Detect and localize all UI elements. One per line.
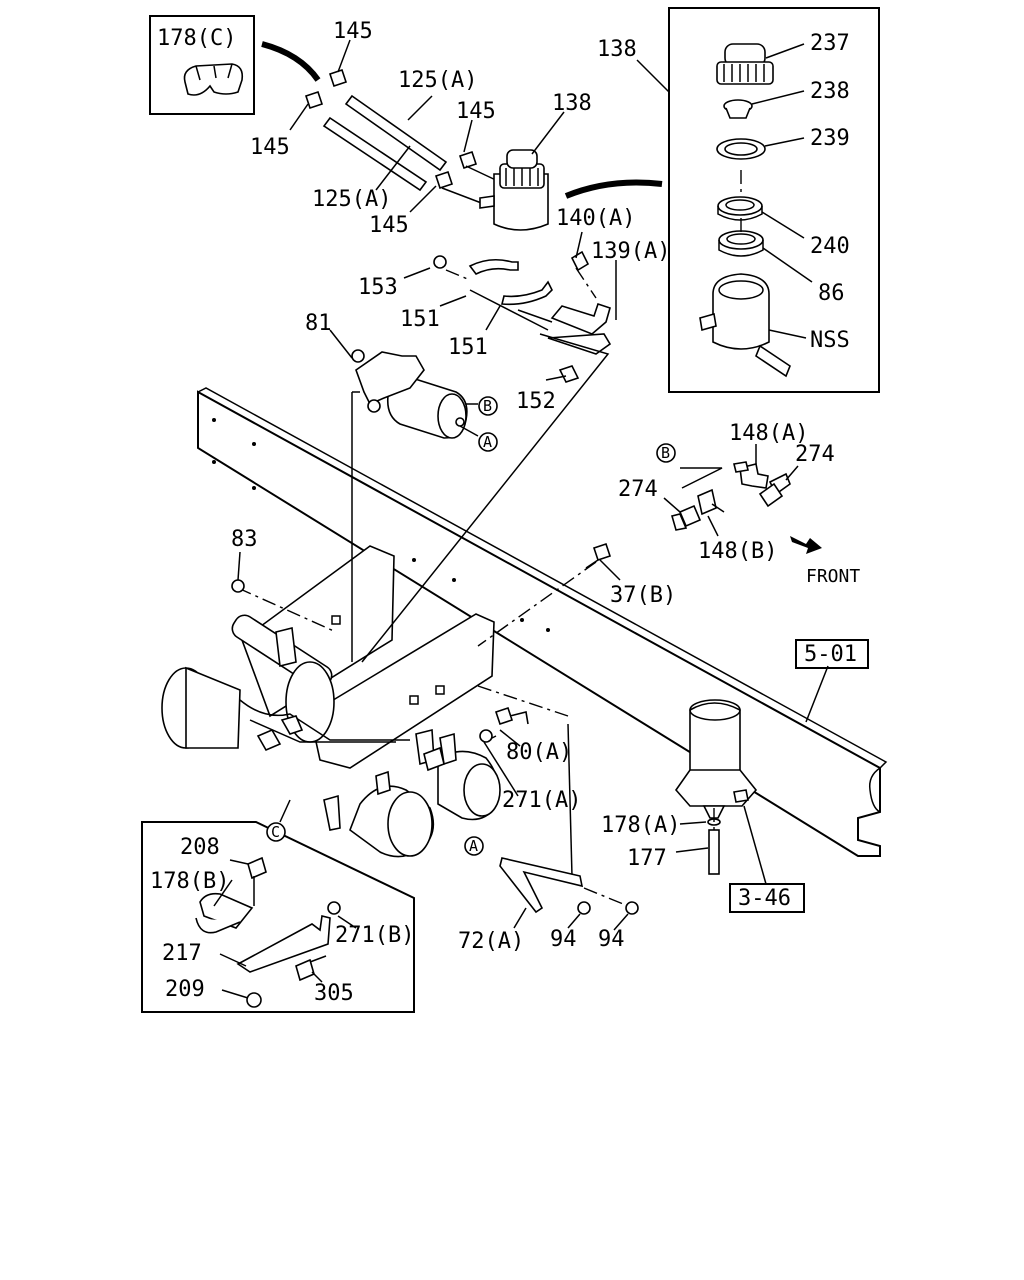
fittings-148-274 — [671, 461, 791, 531]
ring-239 — [716, 138, 766, 160]
label-139a: 139(A) — [591, 239, 670, 264]
ring-86 — [718, 230, 764, 257]
label-217: 217 — [162, 941, 202, 966]
label-274-left: 274 — [618, 477, 658, 502]
label-148b: 148(B) — [698, 539, 777, 564]
label-83: 83 — [231, 527, 258, 552]
label-151-a: 151 — [400, 307, 440, 332]
label-178c: 178(C) — [157, 26, 236, 51]
reservoir-body-nss — [699, 273, 791, 378]
clamp-bracket-group — [433, 250, 612, 383]
label-148a: 148(A) — [729, 421, 808, 446]
modulator-bracket-assembly — [161, 545, 501, 858]
label-nss: NSS — [810, 328, 850, 353]
label-178a: 178(A) — [601, 813, 680, 838]
label-238: 238 — [810, 79, 850, 104]
label-209: 209 — [165, 977, 205, 1002]
label-138-top: 138 — [597, 37, 637, 62]
label-240: 240 — [810, 234, 850, 259]
label-81: 81 — [305, 311, 332, 336]
label-145-right: 145 — [456, 99, 496, 124]
label-140a: 140(A) — [556, 206, 635, 231]
seal-238 — [723, 99, 753, 119]
label-80a: 80(A) — [506, 740, 572, 765]
inset-c — [141, 821, 415, 1013]
label-178b: 178(B) — [150, 869, 229, 894]
reservoir-detail-box — [668, 7, 880, 393]
label-208: 208 — [180, 835, 220, 860]
inset-178c — [149, 15, 321, 115]
front-arrow-icon — [790, 536, 822, 554]
frame-rail — [197, 387, 888, 857]
callout-c: C — [271, 823, 280, 841]
label-125a-bottom: 125(A) — [312, 187, 391, 212]
label-94-left: 94 — [550, 927, 577, 952]
label-274-right: 274 — [795, 442, 835, 467]
label-151-b: 151 — [448, 335, 488, 360]
label-145-top: 145 — [333, 19, 373, 44]
label-37b: 37(B) — [610, 583, 676, 608]
label-271a: 271(A) — [502, 788, 581, 813]
label-305: 305 — [314, 981, 354, 1006]
callout-b-fittings: B — [661, 444, 670, 462]
seal-240 — [717, 196, 763, 221]
reservoir-138 — [479, 149, 549, 231]
label-177: 177 — [627, 846, 667, 871]
hoses-125a — [304, 68, 501, 205]
callout-b-motor: B — [483, 397, 492, 415]
label-145-bottom: 145 — [369, 213, 409, 238]
label-237: 237 — [810, 31, 850, 56]
label-5-01: 5-01 — [804, 642, 857, 667]
label-138-mid: 138 — [552, 91, 592, 116]
label-152: 152 — [516, 389, 556, 414]
bracket-72a — [499, 857, 639, 915]
label-94-right: 94 — [598, 927, 625, 952]
air-dryer — [674, 699, 758, 875]
label-145-left: 145 — [250, 135, 290, 160]
label-271b: 271(B) — [335, 923, 414, 948]
callout-a-bracket: A — [469, 837, 478, 855]
motor-81 — [351, 349, 479, 439]
label-72a: 72(A) — [458, 929, 524, 954]
label-3-46: 3-46 — [738, 886, 791, 911]
label-153: 153 — [358, 275, 398, 300]
label-front: FRONT — [806, 566, 860, 587]
label-239: 239 — [810, 126, 850, 151]
label-125a-top: 125(A) — [398, 68, 477, 93]
label-86: 86 — [818, 281, 845, 306]
cap-237 — [716, 43, 774, 85]
callout-a-motor: A — [483, 433, 492, 451]
leader-lines — [213, 39, 829, 999]
